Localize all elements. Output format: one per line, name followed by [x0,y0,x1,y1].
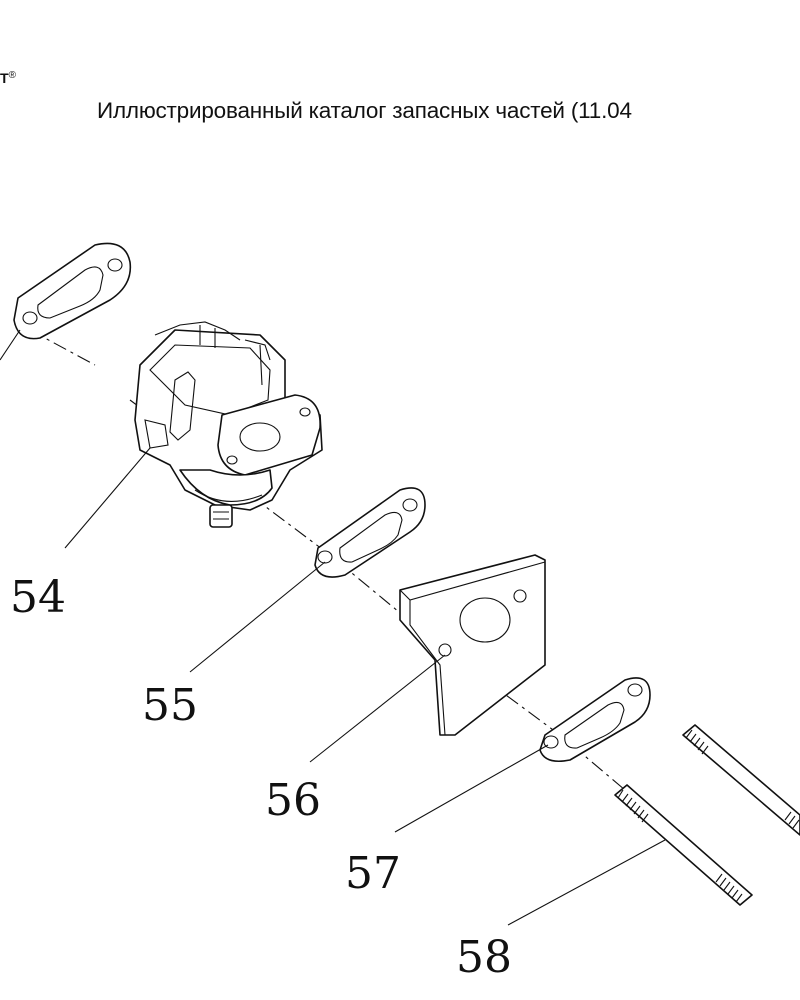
gasket-55 [314,487,426,578]
leader-56 [309,654,446,763]
callout-58: 58 [456,932,512,983]
leader-54 [64,447,151,549]
insulator-plate-56 [399,554,546,736]
leader-55 [189,561,326,673]
callout-57: 57 [345,848,401,899]
callout-54: 54 [10,572,66,623]
leader-57 [394,744,549,833]
stud-rear [682,724,800,836]
brand-letter: T [0,70,9,86]
callout-56: 56 [265,775,321,826]
brand-logo-fragment: T® [0,70,16,86]
carburetor [134,321,323,528]
callout-55: 55 [142,680,198,731]
catalog-title: Иллюстрированный каталог запасных частей… [97,98,632,123]
leader-58 [507,839,666,926]
gasket-top [0,242,132,361]
registered-mark: ® [8,70,16,81]
stud-58 [614,784,753,906]
gasket-57 [539,677,651,763]
